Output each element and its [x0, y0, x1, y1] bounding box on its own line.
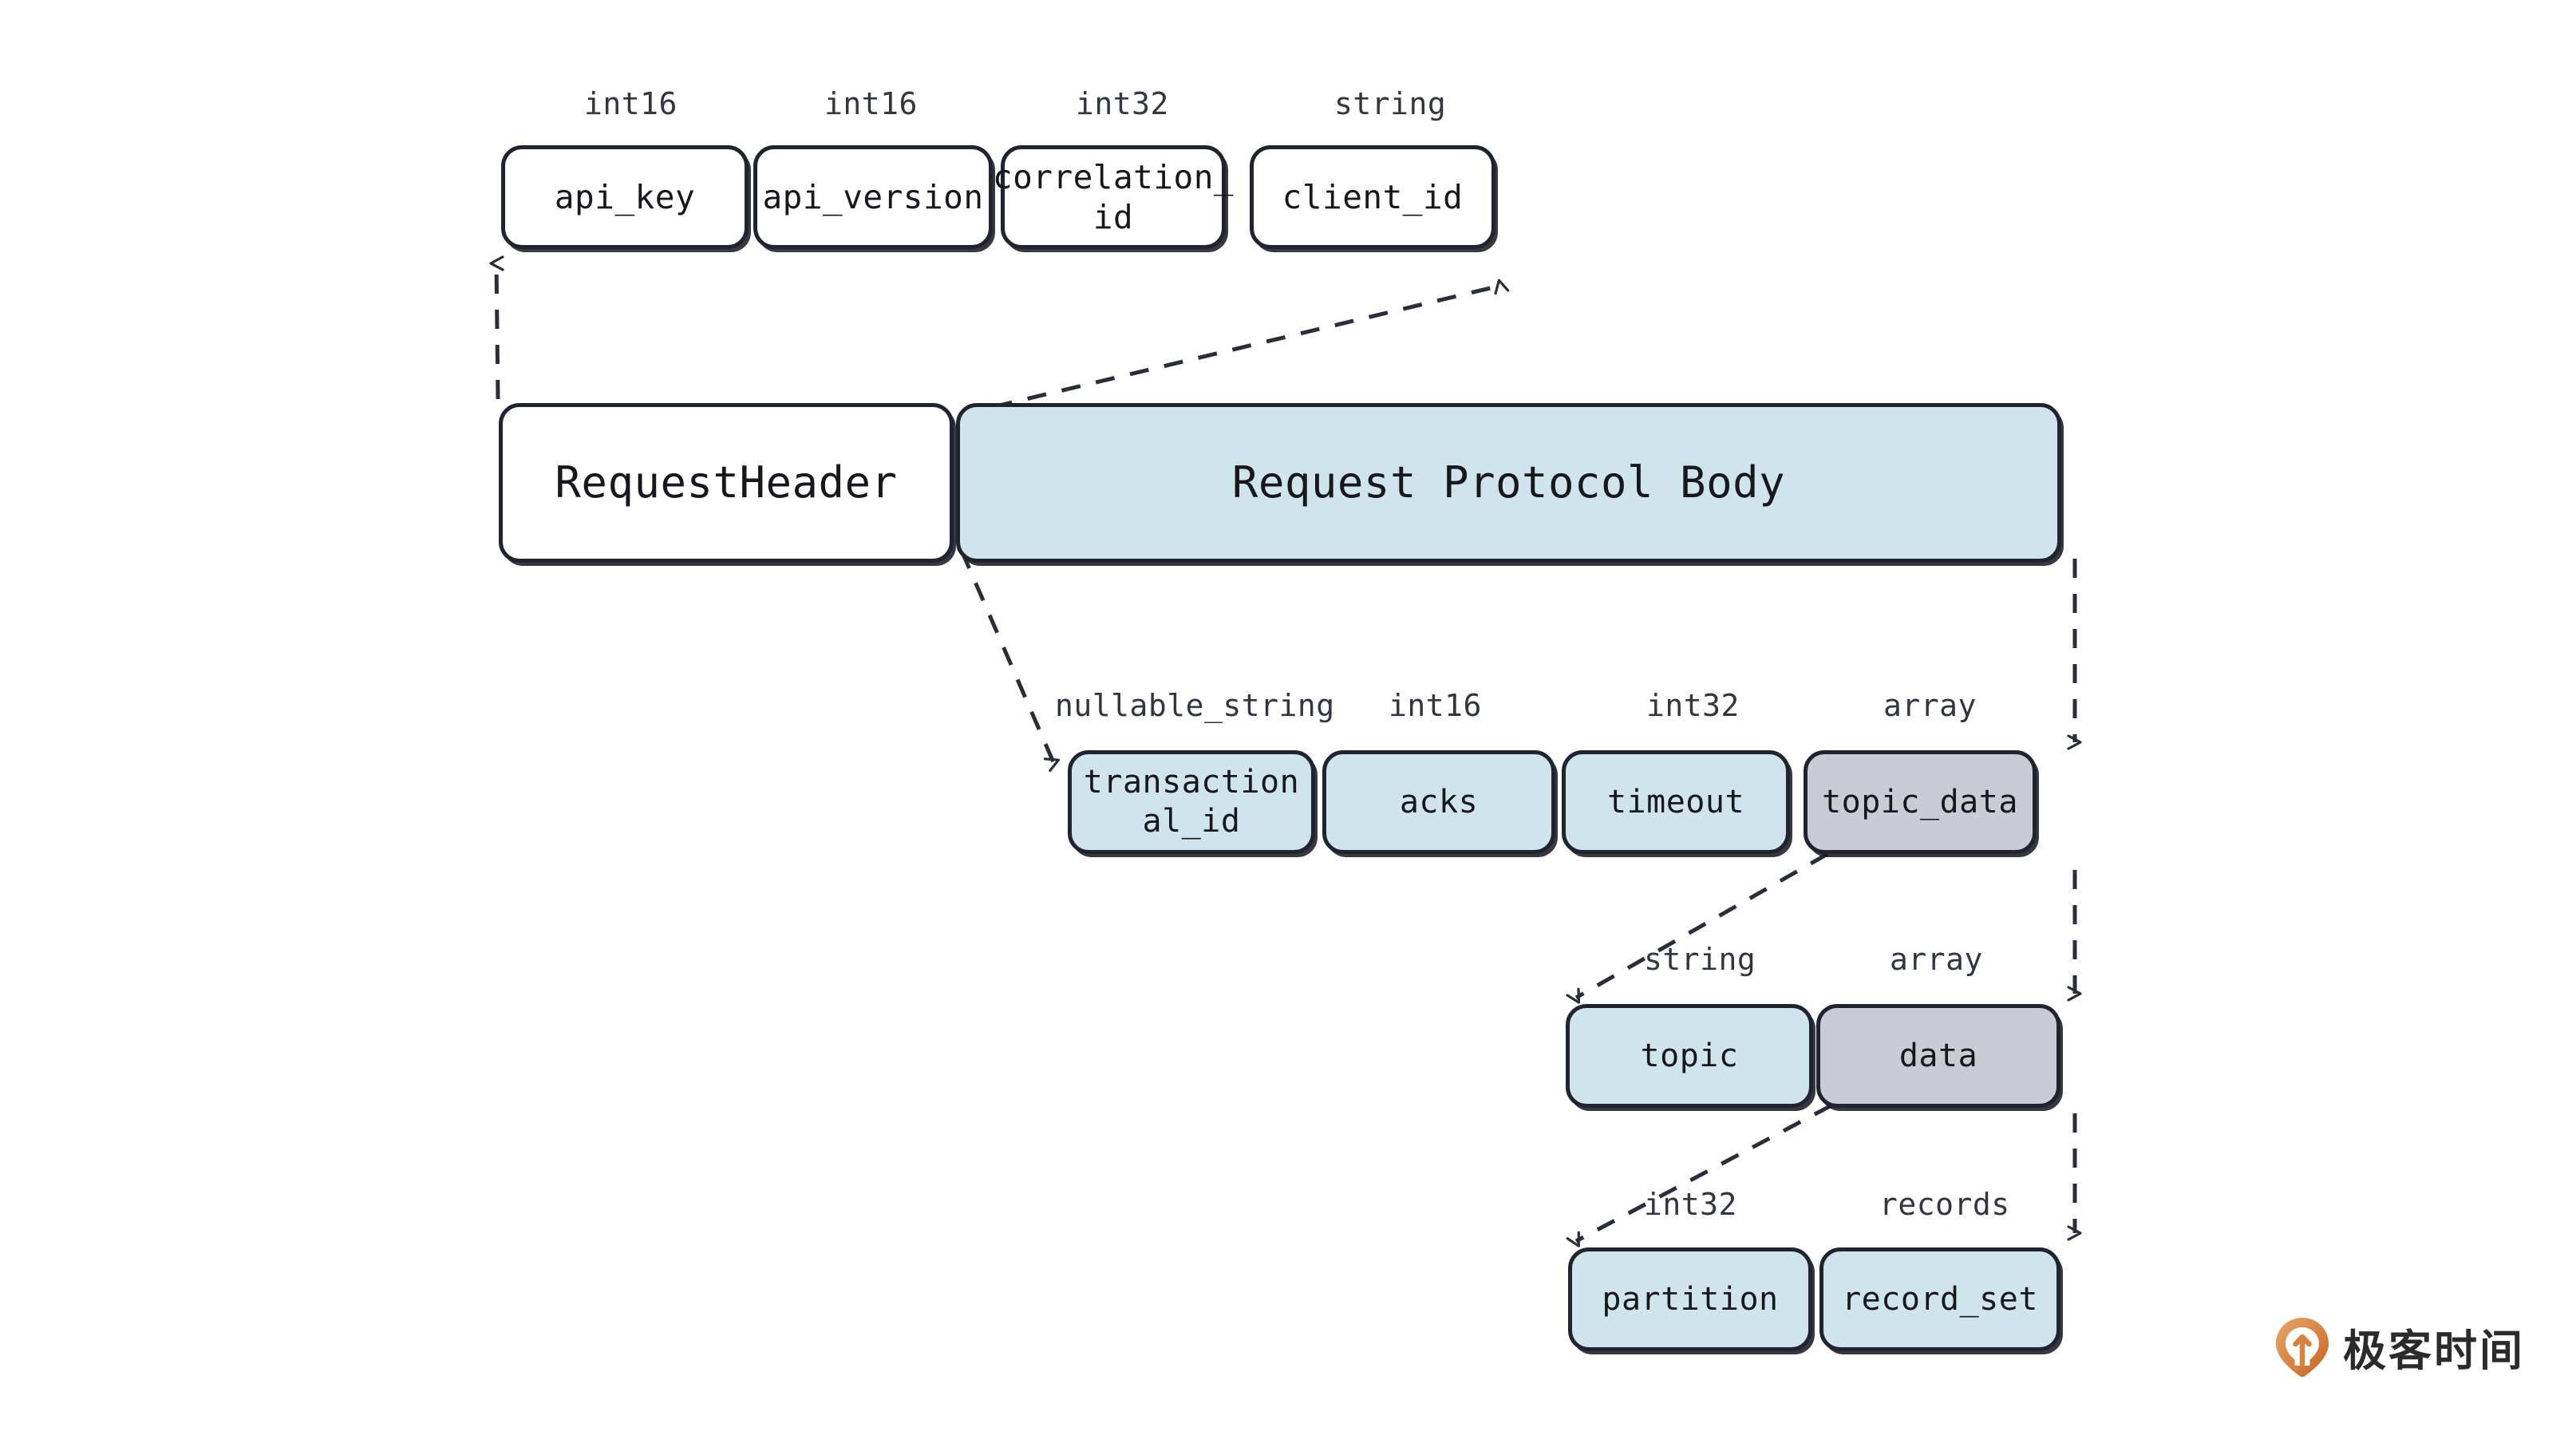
node-acks[interactable]: acks: [1322, 750, 1555, 854]
connector-header-to-apikey: [489, 255, 504, 400]
node-request-protocol-body[interactable]: Request Protocol Body: [956, 403, 2061, 563]
type-label-api-version: int16: [824, 86, 918, 121]
node-partition[interactable]: partition: [1568, 1247, 1812, 1351]
node-timeout[interactable]: timeout: [1562, 750, 1790, 854]
node-api-key[interactable]: api_key: [501, 145, 749, 249]
type-label-client-id: string: [1334, 86, 1447, 121]
node-correlation-id[interactable]: correlation_ id: [993, 145, 1234, 249]
type-label-timeout: int32: [1646, 688, 1740, 723]
node-topic-data[interactable]: topic_data: [1804, 750, 2037, 854]
node-request-header[interactable]: RequestHeader: [499, 403, 954, 563]
type-label-transactional-id: nullable_string: [1055, 688, 1335, 723]
node-client-id[interactable]: client_id: [1250, 145, 1495, 249]
type-label-acks: int16: [1389, 688, 1482, 723]
type-label-api-key: int16: [584, 86, 678, 121]
node-transactional-id[interactable]: transaction al_id: [1068, 750, 1315, 854]
type-label-partition: int32: [1644, 1187, 1737, 1222]
watermark-text: 极客时间: [2343, 1326, 2525, 1376]
connector-header-to-clientid: [958, 279, 1510, 417]
watermark: 极客时间: [2273, 1315, 2525, 1378]
type-label-data: array: [1890, 942, 1983, 977]
node-data[interactable]: data: [1816, 1004, 2060, 1108]
node-api-version[interactable]: api_version: [753, 145, 993, 249]
type-label-correlation-id: int32: [1076, 86, 1169, 121]
node-topic[interactable]: topic: [1566, 1004, 1813, 1108]
location-pin-logo-icon: [2276, 1317, 2329, 1377]
node-record-set[interactable]: record_set: [1819, 1247, 2060, 1351]
type-label-record-set: records: [1879, 1187, 2010, 1222]
type-label-topic-data: array: [1883, 688, 1977, 723]
connector-body-to-transactionalid: [959, 550, 1061, 773]
type-label-topic: string: [1644, 942, 1756, 977]
